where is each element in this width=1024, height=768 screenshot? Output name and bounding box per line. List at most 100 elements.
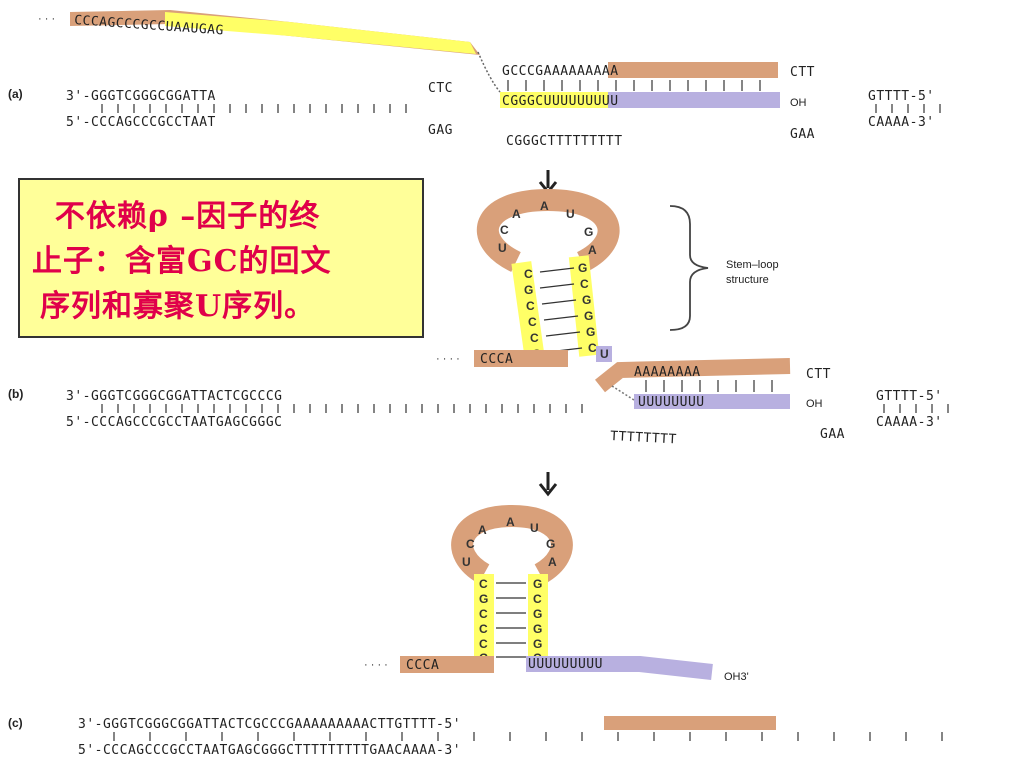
stem-b-right-bases: GCG GGC xyxy=(578,261,597,355)
loop-c-a1: A xyxy=(478,523,487,537)
right-a-bottom: GAA xyxy=(790,127,815,142)
bubble-a-bottom: GAG xyxy=(428,123,453,138)
dna-b-bottom: 5'-CCCAGCCCGCCTAATGAGCGGGC xyxy=(66,415,283,430)
loop-c-a2: A xyxy=(506,515,515,529)
tail-c-dots: · · · · xyxy=(364,659,388,671)
stem-loop-label-1: Stem–loop xyxy=(726,259,779,271)
panel-c-label: (c) xyxy=(8,716,23,730)
stem-b-right xyxy=(568,255,600,357)
oh-b: OH xyxy=(806,398,823,410)
svg-text:C: C xyxy=(524,267,533,281)
loop-b-a3: A xyxy=(588,243,597,257)
svg-text:C: C xyxy=(479,577,488,591)
svg-text:C: C xyxy=(526,299,535,313)
tail-c: CCCA xyxy=(406,658,439,673)
hybrid-a-rna-gc xyxy=(500,92,610,108)
loop-c-u: U xyxy=(462,555,471,569)
hybrid-a-dna-top: GCCCGAAAAAAAAA xyxy=(502,64,619,79)
note-text: 不依赖ρ –因子的终 止子：含富GC的回文 序列和寡聚U序列。 xyxy=(32,194,416,329)
note-line-3: 序列和寡聚U序列。 xyxy=(40,289,316,324)
tail-c-bg xyxy=(400,656,494,673)
panel-a-label: (a) xyxy=(8,87,23,101)
stem-loop-brace xyxy=(669,205,709,331)
dna-b-right-bonds xyxy=(883,404,949,413)
rna-connector xyxy=(477,51,501,93)
tail-b-bg xyxy=(474,350,568,367)
hybrid-b-dna-top: AAAAAAAA xyxy=(634,365,701,380)
stem-b-left xyxy=(511,261,545,359)
arrow-down-2 xyxy=(538,472,558,497)
rna-gc-highlight xyxy=(165,12,476,54)
svg-text:C: C xyxy=(479,622,488,636)
loop-b xyxy=(476,188,620,272)
dna-b-top-right: GTTTT-5' xyxy=(876,389,943,404)
stem-b-u-bg xyxy=(596,346,612,362)
loop-c xyxy=(451,504,573,584)
tail-b-dots: · · · · xyxy=(436,353,460,365)
loop-c-u2: U xyxy=(530,521,539,535)
svg-text:G: G xyxy=(533,637,542,651)
stem-c-bonds xyxy=(496,582,526,658)
loop-b-a2: A xyxy=(540,199,549,213)
svg-text:G: G xyxy=(584,309,593,323)
svg-text:G: G xyxy=(533,622,542,636)
dna-c-a-highlight xyxy=(604,716,776,730)
stem-loop-label-2: structure xyxy=(726,274,769,286)
panel-b-label: (b) xyxy=(8,387,23,401)
loop-c-g: G xyxy=(546,537,555,551)
right-b-bottom: GAA xyxy=(820,427,845,442)
svg-text:G: G xyxy=(578,261,587,275)
svg-text:C: C xyxy=(533,592,542,606)
note-line-1: 不依赖ρ –因子的终 xyxy=(32,199,321,234)
hybrid-a-bonds xyxy=(507,80,761,91)
dna-c-bonds xyxy=(113,732,943,741)
svg-text:C: C xyxy=(479,607,488,621)
panel-a: (a) · · · CCCAGCCCGCCUAAUGAG 3'-GGGTCGGG… xyxy=(8,10,941,149)
polyu-c-bg xyxy=(526,656,713,680)
dna-a-bottom-mid: CGGGCTTTTTTTTT xyxy=(506,134,623,149)
loop-c-c: C xyxy=(466,537,475,551)
rna-dots: · · · xyxy=(38,13,55,25)
dna-a-bottom-right: CAAAA-3' xyxy=(868,115,935,130)
arrow-down-1 xyxy=(538,170,558,195)
tail-b: CCCA xyxy=(480,352,513,367)
hybrid-a-rna: CGGGCUUUUUUUUU xyxy=(502,94,619,109)
dna-b-bonds xyxy=(101,404,583,413)
svg-text:G: G xyxy=(582,293,591,307)
svg-text:C: C xyxy=(528,315,537,329)
dna-b-bottom-tail: TTTTTTTT xyxy=(610,429,677,447)
dna-a-right-bonds xyxy=(875,104,941,113)
stem-c-left xyxy=(474,574,494,662)
svg-text:G: G xyxy=(524,283,533,297)
hybrid-b-rna-bg xyxy=(634,394,790,409)
dna-b-bottom-right: CAAAA-3' xyxy=(876,415,943,430)
loop-b-c: C xyxy=(500,223,509,237)
svg-text:G: G xyxy=(586,325,595,339)
loop-b-u2: U xyxy=(566,207,575,221)
oh-a: OH xyxy=(790,97,807,109)
loop-b-u: U xyxy=(498,241,507,255)
svg-text:C: C xyxy=(588,341,597,355)
loop-b-a1: A xyxy=(512,207,521,221)
hybrid-b-rna: UUUUUUUU xyxy=(638,395,705,410)
dna-a-top-right: GTTTT-5' xyxy=(868,89,935,104)
note-line-2: 止子：含富GC的回文 xyxy=(32,244,332,279)
hybrid-a-rna-u xyxy=(608,92,780,108)
stem-c-right xyxy=(528,574,548,662)
loop-b-g: G xyxy=(584,225,593,239)
svg-text:G: G xyxy=(479,592,488,606)
hybrid-a-top-a xyxy=(608,62,778,78)
svg-text:G: G xyxy=(533,607,542,621)
note-box: 不依赖ρ –因子的终 止子：含富GC的回文 序列和寡聚U序列。 xyxy=(18,178,424,338)
svg-text:C: C xyxy=(580,277,589,291)
dna-a-left-bonds xyxy=(101,104,407,113)
hybrid-b-a-bg xyxy=(595,358,791,393)
panel-c: U C A A U G A CGC CCG GCG GGC · · · · CC… xyxy=(8,504,943,758)
stem-b-u: U xyxy=(600,347,609,361)
hybrid-a-top-gc xyxy=(500,62,610,78)
dna-c-top: 3'-GGGTCGGGCGGATTACTCGCCCGAAAAAAAAACTTGT… xyxy=(78,717,461,732)
hybrid-b-connector xyxy=(611,385,635,401)
dna-b-top: 3'-GGGTCGGGCGGATTACTCGCCCG xyxy=(66,389,283,404)
dna-c-bottom: 5'-CCCAGCCCGCCTAATGAGCGGGCTTTTTTTTTGAACA… xyxy=(78,743,461,758)
